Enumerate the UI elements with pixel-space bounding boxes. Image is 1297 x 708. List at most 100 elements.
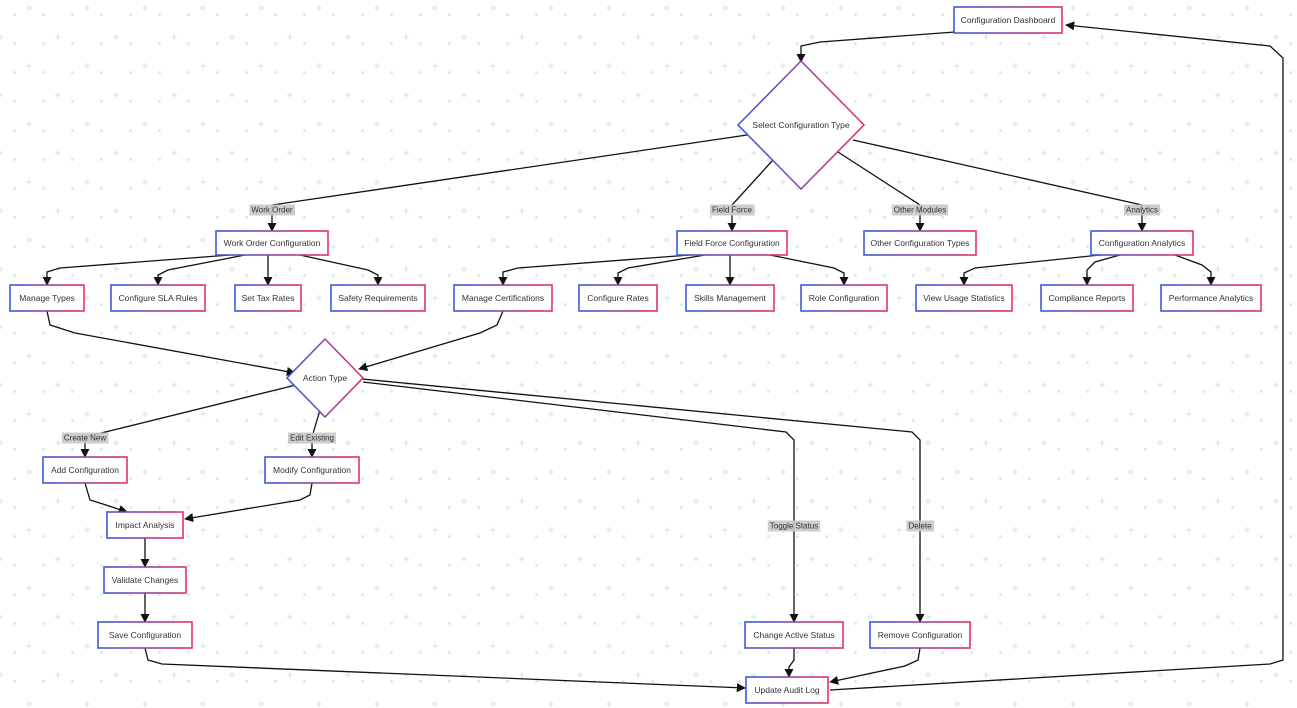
background-grid bbox=[0, 5, 1279, 707]
node-label: Action Type bbox=[303, 373, 348, 383]
process-node-validate[interactable]: Validate Changes bbox=[103, 566, 187, 594]
node-shape bbox=[676, 230, 788, 256]
node-label: Role Configuration bbox=[809, 293, 880, 303]
node-label: Configure SLA Rules bbox=[119, 293, 198, 303]
node-shape bbox=[106, 511, 184, 539]
node-label: Remove Configuration bbox=[878, 630, 963, 640]
process-node-remove[interactable]: Remove Configuration bbox=[869, 621, 971, 649]
edge-label-text: Delete bbox=[908, 522, 932, 531]
node-shape bbox=[578, 284, 658, 312]
edge-modify-config-to-impact bbox=[184, 482, 313, 523]
edge-label: Other Modules bbox=[891, 204, 949, 216]
edge-audit-to-dashboard bbox=[829, 21, 1284, 691]
edge-select-type-to-wo-config bbox=[267, 134, 748, 232]
edge-action-type-to-add-config bbox=[80, 384, 297, 458]
edge-add-config-to-impact bbox=[84, 482, 128, 514]
node-shape bbox=[915, 284, 1013, 312]
node-shape bbox=[863, 230, 977, 256]
decision-node-action-type[interactable]: Action Type bbox=[285, 337, 365, 419]
node-shape bbox=[736, 59, 866, 191]
node-shape bbox=[110, 284, 206, 312]
process-node-sla-rules[interactable]: Configure SLA Rules bbox=[110, 284, 206, 312]
edge-change-status-to-audit bbox=[784, 648, 795, 678]
node-shape bbox=[1160, 284, 1262, 312]
node-shape bbox=[869, 621, 971, 649]
node-shape bbox=[1090, 230, 1194, 256]
node-shape bbox=[800, 284, 888, 312]
process-node-role[interactable]: Role Configuration bbox=[800, 284, 888, 312]
process-node-impact[interactable]: Impact Analysis bbox=[106, 511, 184, 539]
process-node-certs[interactable]: Manage Certifications bbox=[453, 284, 553, 312]
process-node-ff-config[interactable]: Field Force Configuration bbox=[676, 230, 788, 256]
edge-label: Create New bbox=[61, 432, 109, 444]
node-label: Field Force Configuration bbox=[684, 238, 780, 248]
process-node-save[interactable]: Save Configuration bbox=[97, 621, 193, 649]
edge-wo-config-to-manage-types bbox=[42, 254, 231, 286]
process-node-compliance[interactable]: Compliance Reports bbox=[1040, 284, 1134, 312]
edge-save-to-audit bbox=[144, 647, 746, 693]
edge-wo-config-to-sla-rules bbox=[153, 254, 246, 286]
edge-label: Delete bbox=[906, 520, 935, 532]
node-shape bbox=[745, 676, 829, 704]
process-node-modify-config[interactable]: Modify Configuration bbox=[264, 456, 360, 484]
node-label: Impact Analysis bbox=[115, 520, 174, 530]
node-shape bbox=[453, 284, 553, 312]
process-node-change-status[interactable]: Change Active Status bbox=[744, 621, 844, 649]
node-shape bbox=[103, 566, 187, 594]
edge-analytics-to-usage bbox=[959, 254, 1101, 286]
node-label: Update Audit Log bbox=[754, 685, 819, 695]
process-node-rates[interactable]: Configure Rates bbox=[578, 284, 658, 312]
node-shape bbox=[330, 284, 426, 312]
process-node-wo-config[interactable]: Work Order Configuration bbox=[215, 230, 329, 256]
node-shape bbox=[1040, 284, 1134, 312]
node-shape bbox=[234, 284, 302, 312]
node-label: Manage Types bbox=[19, 293, 75, 303]
node-label: Work Order Configuration bbox=[224, 238, 321, 248]
node-label: Compliance Reports bbox=[1048, 293, 1125, 303]
node-label: Configuration Analytics bbox=[1099, 238, 1185, 248]
process-node-analytics[interactable]: Configuration Analytics bbox=[1090, 230, 1194, 256]
node-label: Validate Changes bbox=[112, 575, 178, 585]
node-label: Configuration Dashboard bbox=[961, 15, 1056, 25]
edge-analytics-to-performance bbox=[1174, 254, 1216, 286]
node-label: Other Configuration Types bbox=[870, 238, 969, 248]
node-shape bbox=[953, 6, 1063, 34]
edge-dashboard-to-select-type bbox=[796, 31, 956, 63]
node-shape bbox=[685, 284, 775, 312]
node-label: Configure Rates bbox=[587, 293, 648, 303]
node-label: Select Configuration Type bbox=[752, 120, 849, 130]
decision-node-select-type[interactable]: Select Configuration Type bbox=[736, 59, 866, 191]
node-shape bbox=[285, 337, 365, 419]
edge-label-text: Other Modules bbox=[894, 206, 946, 215]
edge-label-text: Create New bbox=[64, 434, 106, 443]
edge-label: Analytics bbox=[1123, 204, 1161, 216]
process-node-tax-rates[interactable]: Set Tax Rates bbox=[234, 284, 302, 312]
node-shape bbox=[215, 230, 329, 256]
edge-wo-config-to-safety bbox=[299, 254, 383, 286]
node-shape bbox=[9, 284, 85, 312]
process-node-audit[interactable]: Update Audit Log bbox=[745, 676, 829, 704]
edge-analytics-to-compliance bbox=[1082, 254, 1121, 286]
edge-select-type-to-other-types bbox=[837, 151, 925, 232]
edge-select-type-to-ff-config bbox=[727, 159, 774, 232]
node-label: Change Active Status bbox=[753, 630, 834, 640]
edges bbox=[42, 21, 1284, 693]
process-node-performance[interactable]: Performance Analytics bbox=[1160, 284, 1262, 312]
node-shape bbox=[264, 456, 360, 484]
edge-label: Edit Existing bbox=[287, 432, 337, 444]
process-node-safety[interactable]: Safety Requirements bbox=[330, 284, 426, 312]
edge-action-type-to-change-status bbox=[362, 381, 799, 623]
node-shape bbox=[97, 621, 193, 649]
process-node-usage[interactable]: View Usage Statistics bbox=[915, 284, 1013, 312]
process-node-dashboard[interactable]: Configuration Dashboard bbox=[953, 6, 1063, 34]
node-label: View Usage Statistics bbox=[923, 293, 1005, 303]
process-node-other-types[interactable]: Other Configuration Types bbox=[863, 230, 977, 256]
edge-manage-types-to-action-type bbox=[46, 310, 296, 377]
node-label: Set Tax Rates bbox=[242, 293, 295, 303]
process-node-manage-types[interactable]: Manage Types bbox=[9, 284, 85, 312]
node-label: Safety Requirements bbox=[338, 293, 417, 303]
process-node-add-config[interactable]: Add Configuration bbox=[42, 456, 128, 484]
process-node-skills[interactable]: Skills Management bbox=[685, 284, 775, 312]
